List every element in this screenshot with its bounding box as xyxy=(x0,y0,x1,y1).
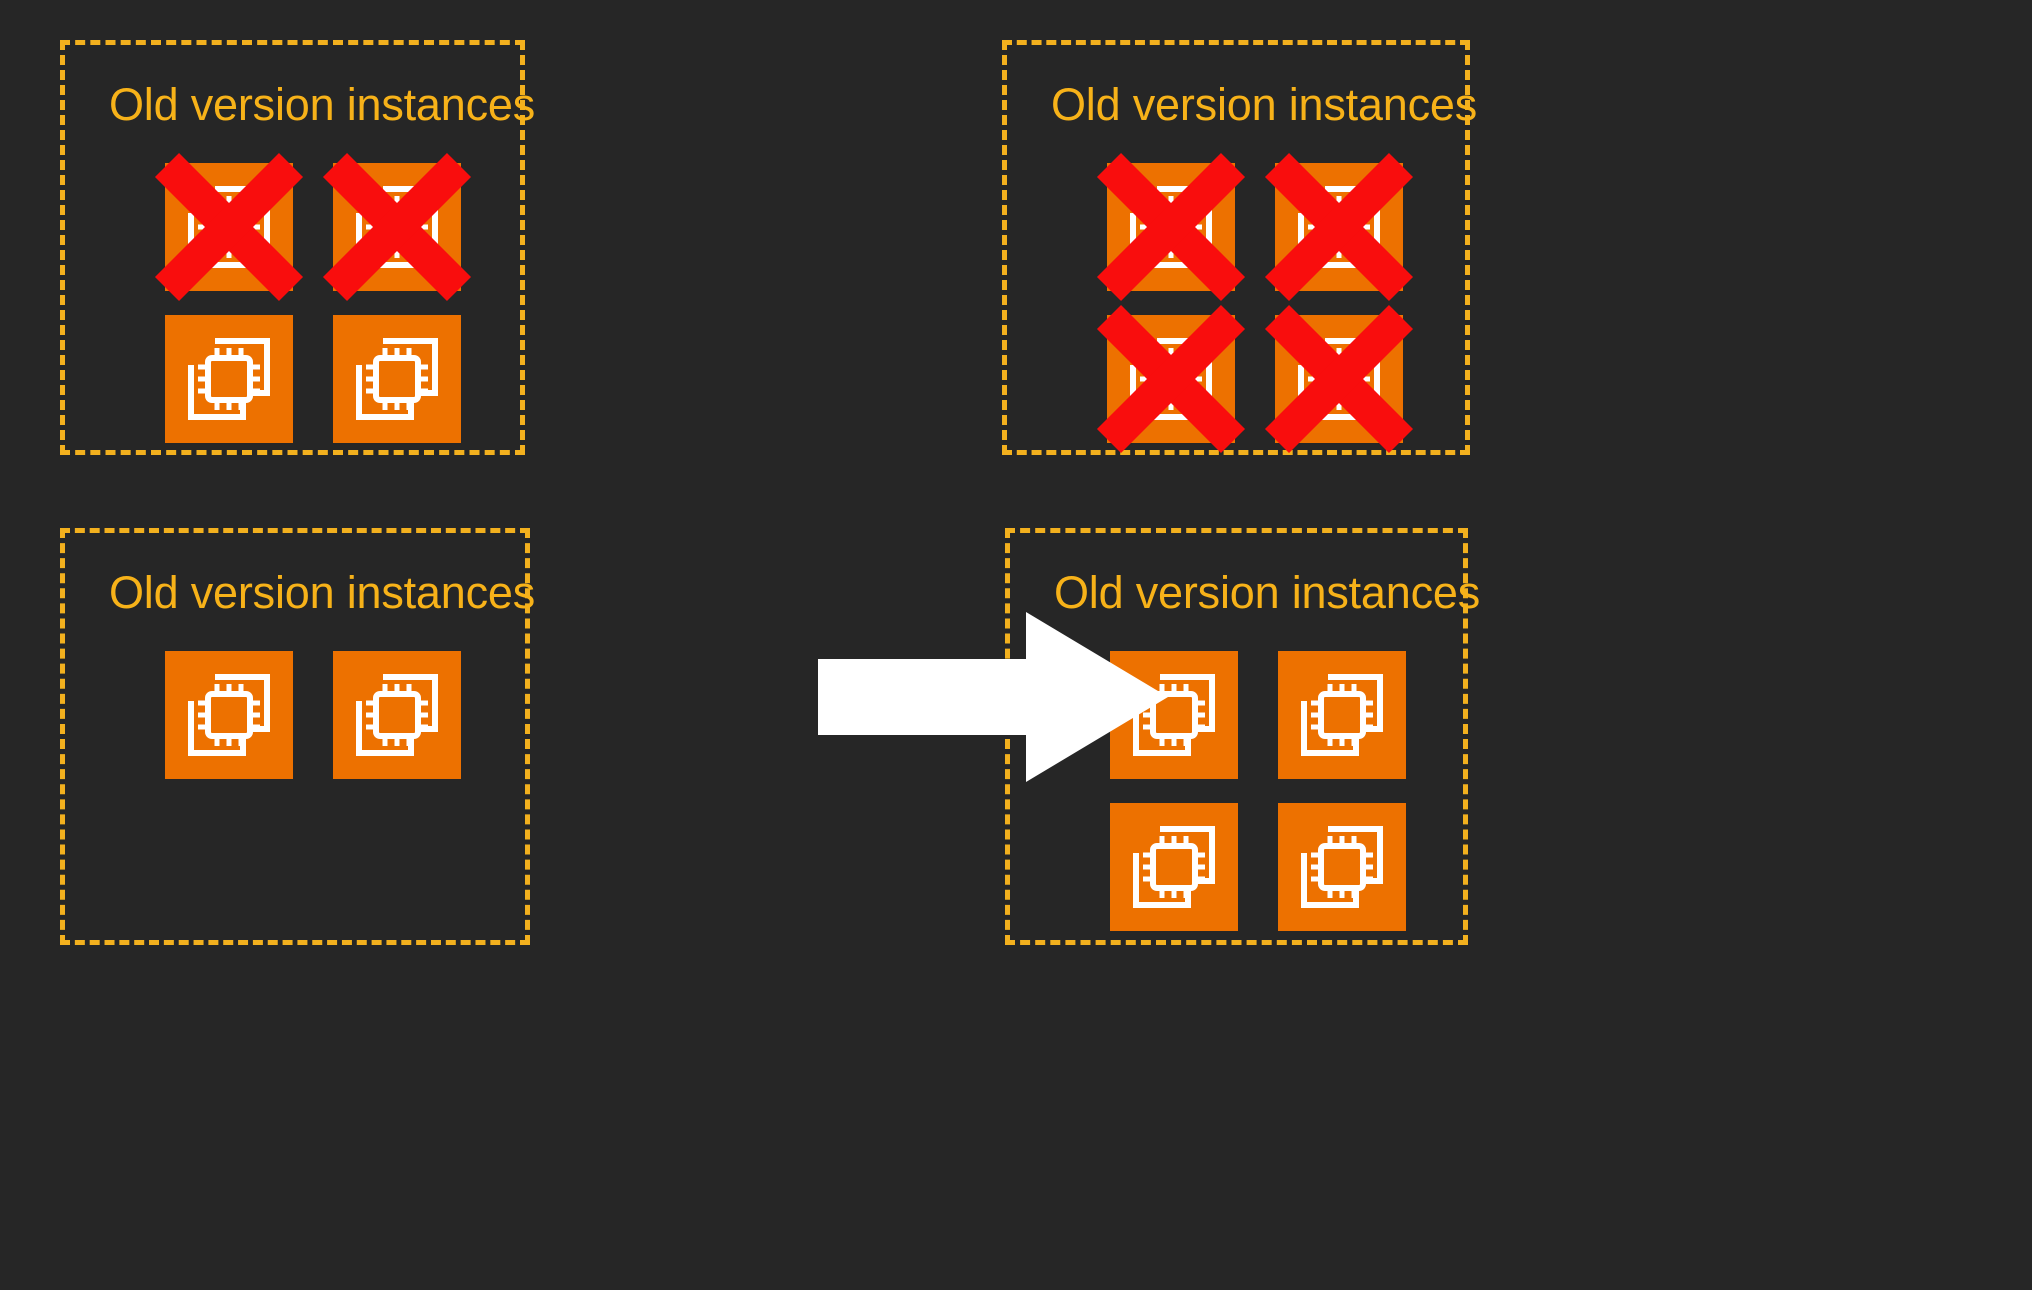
right-arrow-icon xyxy=(818,612,1168,782)
instance-grid xyxy=(165,163,461,443)
ec2-instance-icon xyxy=(165,163,293,291)
instance-tile[interactable] xyxy=(1107,163,1235,291)
instance-group-bottom-left: Old version instances xyxy=(60,528,535,945)
group-title: Old version instances xyxy=(109,79,536,130)
instance-grid xyxy=(1110,651,1406,931)
instance-tile[interactable] xyxy=(165,651,293,779)
ec2-instance-icon xyxy=(1107,163,1235,291)
ec2-instance-icon xyxy=(1275,163,1403,291)
group-title: Old version instances xyxy=(1051,79,1478,130)
ec2-instance-icon xyxy=(165,651,293,779)
instance-tile[interactable] xyxy=(1275,315,1403,443)
instance-tile[interactable] xyxy=(1278,651,1406,779)
ec2-instance-icon xyxy=(1107,315,1235,443)
instance-group-bottom-right: Old version instances xyxy=(1005,528,1480,945)
instance-grid xyxy=(1107,163,1403,443)
instance-tile[interactable] xyxy=(333,315,461,443)
instance-tile[interactable] xyxy=(165,163,293,291)
instance-tile[interactable] xyxy=(165,315,293,443)
ec2-instance-icon xyxy=(1110,803,1238,931)
instance-tile[interactable] xyxy=(1110,803,1238,931)
ec2-instance-icon xyxy=(1278,803,1406,931)
ec2-instance-icon xyxy=(1275,315,1403,443)
instance-tile[interactable] xyxy=(1107,315,1235,443)
instance-tile[interactable] xyxy=(1278,803,1406,931)
ec2-instance-icon xyxy=(333,651,461,779)
instance-group-top-left: Old version instances xyxy=(60,40,535,455)
instance-tile[interactable] xyxy=(333,163,461,291)
ec2-instance-icon xyxy=(333,163,461,291)
ec2-instance-icon xyxy=(165,315,293,443)
instance-grid xyxy=(165,651,461,779)
instance-group-top-right: Old version instances xyxy=(1002,40,1477,455)
ec2-instance-icon xyxy=(333,315,461,443)
instance-tile[interactable] xyxy=(333,651,461,779)
ec2-instance-icon xyxy=(1278,651,1406,779)
instance-tile[interactable] xyxy=(1275,163,1403,291)
group-title: Old version instances xyxy=(1054,567,1481,618)
group-title: Old version instances xyxy=(109,567,536,618)
